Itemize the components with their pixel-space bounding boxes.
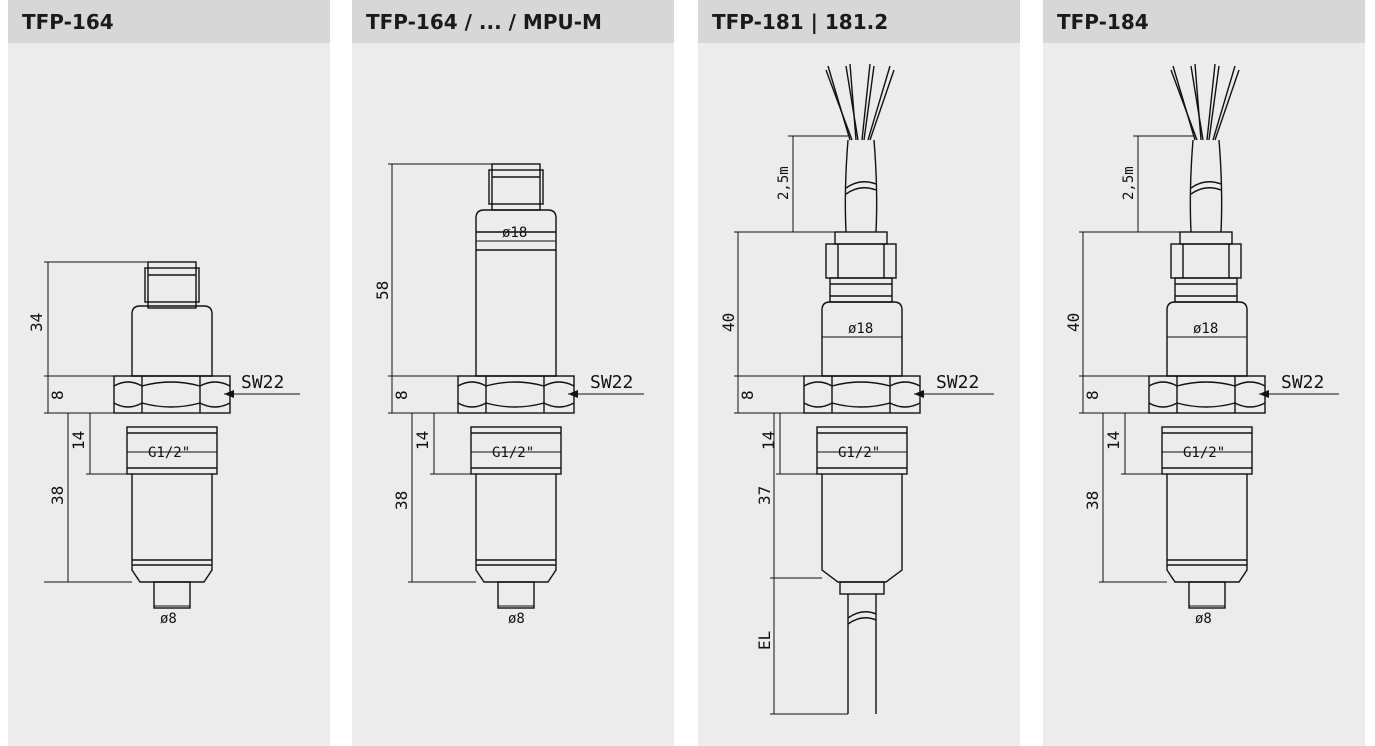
tip-diameter-label: ø8 [508,611,525,627]
panel-tfp-164-mpu-m: TFP-164 / ... / MPU-M [352,0,674,746]
dimension-label: 37 [755,486,774,505]
wrench-size-label: SW22 [1281,372,1324,393]
wrench-size-label: SW22 [590,372,633,393]
dimension-label: 14 [759,431,778,450]
tip-diameter-label: ø8 [1195,611,1212,627]
cable-length-label: 2,5m [1121,166,1137,200]
panel-header: TFP-181 | 181.2 [698,0,1020,43]
thread-label: G1/2" [492,445,534,461]
panel-header: TFP-164 [8,0,330,43]
thread-label: G1/2" [1183,445,1225,461]
panel-title: TFP-184 [1057,9,1149,34]
sensor-drawing: 58 8 14 38 SW22 G1/2" ø18 ø8 [373,163,644,627]
dimension-label: 34 [27,313,46,332]
body-diameter-label: ø18 [502,225,527,241]
dimension-label: 40 [719,313,738,332]
panel-tfp-181: TFP-181 | 181.2 [698,0,1020,746]
dimension-label: 38 [1083,491,1102,510]
panel-title: TFP-181 | 181.2 [712,9,889,34]
cable-length-label: 2,5m [776,166,792,200]
panel-tfp-164: TFP-164 [8,0,330,746]
dimension-label: 14 [69,431,88,450]
thread-label: G1/2" [148,445,190,461]
dimension-label: 38 [48,486,67,505]
dimension-label: 8 [738,390,757,400]
dimension-label: 40 [1064,313,1083,332]
dimension-label: 38 [392,491,411,510]
thread-label: G1/2" [838,445,880,461]
tip-diameter-label: ø8 [160,611,177,627]
dimension-label: 8 [392,390,411,400]
insertion-length-label: EL [755,631,774,650]
sensor-drawing: 2,5m 40 8 14 38 SW22 G1/2" ø18 ø8 [1064,63,1339,627]
panel-title: TFP-164 [22,9,114,34]
dimension-label: 14 [1104,431,1123,450]
panel-title: TFP-164 / ... / MPU-M [366,9,602,34]
body-diameter-label: ø18 [848,321,873,337]
sensor-drawing: 2,5m 40 8 14 37 EL SW22 G1/2" ø18 [719,63,994,715]
sensor-drawing: 34 8 14 38 SW22 G1/2" ø8 [27,261,300,627]
dimension-label: 14 [413,431,432,450]
panel-tfp-184: TFP-184 [1043,0,1365,746]
dimension-label: 58 [373,281,392,300]
wrench-size-label: SW22 [936,372,979,393]
panel-header: TFP-164 / ... / MPU-M [352,0,674,43]
panel-header: TFP-184 [1043,0,1365,43]
body-diameter-label: ø18 [1193,321,1218,337]
dimension-label: 8 [48,390,67,400]
wrench-size-label: SW22 [241,372,284,393]
dimension-label: 8 [1083,390,1102,400]
